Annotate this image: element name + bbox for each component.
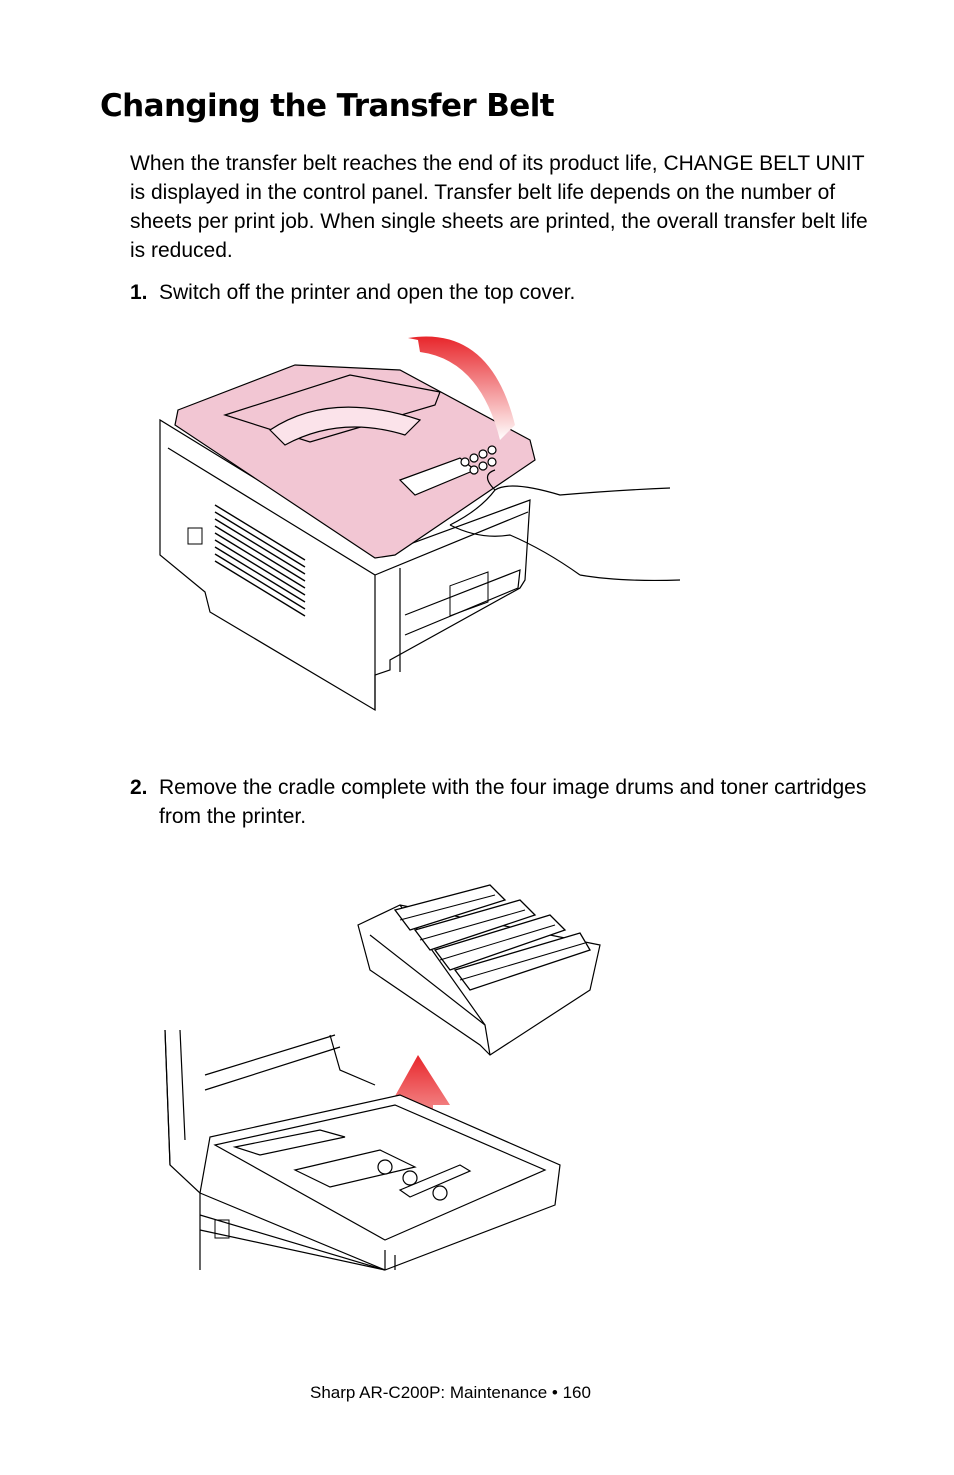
intro-paragraph: When the transfer belt reaches the end o… bbox=[130, 152, 868, 262]
page-title: Changing the Transfer Belt bbox=[100, 88, 555, 124]
step-2-number: 2. bbox=[130, 776, 148, 799]
page-footer: Sharp AR-C200P: Maintenance • 160 bbox=[310, 1383, 591, 1402]
step-1: 1. Switch off the printer and open the t… bbox=[130, 278, 870, 307]
step-1-text: Switch off the printer and open the top … bbox=[159, 281, 576, 304]
remove-cradle-illustration bbox=[160, 875, 610, 1275]
step-1-number: 1. bbox=[130, 281, 148, 304]
printer-open-cover-illustration bbox=[150, 336, 690, 715]
step-2: 2. Remove the cradle complete with the f… bbox=[130, 773, 870, 831]
step-2-text: Remove the cradle complete with the four… bbox=[159, 776, 867, 828]
vent-lines bbox=[215, 505, 305, 616]
image-drums bbox=[395, 885, 590, 990]
